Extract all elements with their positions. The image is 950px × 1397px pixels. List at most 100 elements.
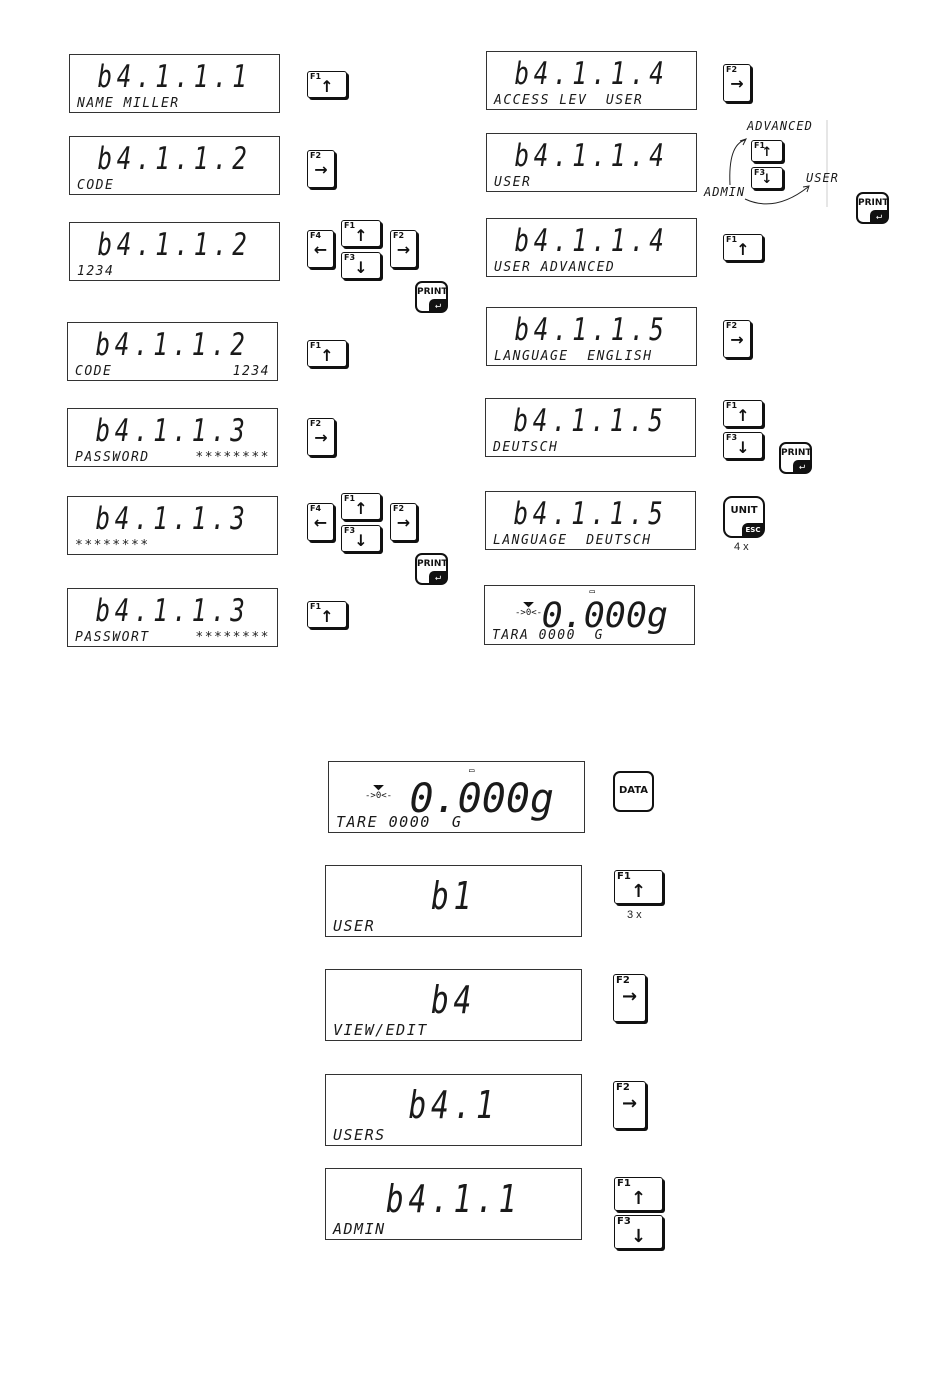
f1-up-key[interactable]: F1 ↑ — [341, 493, 381, 520]
f4-left-key[interactable]: F4 ← — [307, 503, 334, 541]
arrow-right-icon: → — [621, 986, 638, 1007]
lcd-right-2: b4.1.1.4 USER — [486, 133, 697, 192]
f2-right-key[interactable]: F2 → — [307, 150, 335, 188]
print-enter-key[interactable]: PRINT ↵ — [779, 442, 812, 474]
lcd-sub: TARA 0000 G — [492, 628, 604, 643]
key-label: PRINT — [858, 198, 889, 208]
enter-icon: ↵ — [870, 210, 888, 223]
lcd-main: b4.1.1.3 — [95, 501, 250, 537]
lcd-main: b4.1.1.5 — [513, 496, 668, 532]
f4-left-key[interactable]: F4 ← — [307, 230, 334, 268]
key-label: F2 — [726, 321, 738, 330]
arrow-up-icon: ↑ — [736, 240, 750, 259]
enter-icon: ↵ — [429, 299, 447, 312]
arrow-up-icon: ↑ — [320, 607, 334, 626]
key-label: F2 — [393, 231, 405, 240]
cycle-arrowhead-icon — [802, 185, 810, 193]
key-label: F1 — [726, 235, 738, 244]
arrow-up-icon: ↑ — [630, 1188, 647, 1209]
print-enter-key[interactable]: PRINT ↵ — [856, 192, 889, 224]
lcd-sub: DEUTSCH — [493, 440, 559, 455]
lcd-sub: CODE — [75, 364, 113, 379]
lcd-main: b4.1 — [408, 1083, 499, 1127]
f2-right-key[interactable]: F2 → — [613, 974, 646, 1022]
cycle-arrows — [729, 120, 828, 207]
lcd-sub: LANGUAGE ENGLISH — [494, 349, 653, 364]
f1-up-key[interactable]: F1 ↑ — [307, 340, 347, 367]
f3-down-key[interactable]: F3 ↓ — [341, 525, 381, 552]
arrow-right-icon: → — [730, 74, 744, 93]
f3-down-key[interactable]: F3 ↓ — [751, 167, 783, 189]
mass-readout: 0.000g — [541, 596, 668, 636]
f2-right-key[interactable]: F2 → — [613, 1081, 646, 1129]
lcd-weigh-bottom: ◥◤->0<- ▭ 0.000g TARE 0000 G — [328, 761, 585, 833]
lcd-main: b4.1.1.4 — [514, 138, 669, 174]
arrow-up-icon: ↑ — [736, 406, 750, 425]
lcd-bottom-4: b4.1.1 ADMIN — [325, 1168, 582, 1240]
lcd-left-2: b4.1.1.2 CODE — [69, 136, 280, 195]
lcd-right-4: b4.1.1.5 LANGUAGE ENGLISH — [486, 307, 697, 366]
key-label: F3 — [754, 168, 766, 177]
key-label: UNIT — [730, 505, 758, 516]
f1-up-key[interactable]: F1 ↑ — [307, 71, 347, 98]
arrow-left-icon: ← — [313, 240, 328, 259]
key-label: F1 — [754, 141, 766, 150]
key-label: DATA — [618, 785, 649, 796]
key-label: F4 — [310, 231, 322, 240]
lcd-left-1: b4.1.1.1 NAME MILLER — [69, 54, 280, 113]
lcd-sub: ACCESS LEV USER — [494, 93, 644, 108]
lcd-main: b4.1.1.3 — [95, 413, 250, 449]
lcd-bottom-1: b1 USER — [325, 865, 582, 937]
f2-right-key[interactable]: F2 → — [390, 503, 417, 541]
f2-right-key[interactable]: F2 → — [390, 230, 417, 268]
lcd-right-5: b4.1.1.5 DEUTSCH — [485, 398, 696, 457]
key-label: F1 — [617, 1178, 631, 1189]
data-key[interactable]: DATA — [613, 771, 654, 812]
arrow-up-icon: ↑ — [354, 226, 368, 245]
lcd-sub: NAME MILLER — [77, 96, 180, 111]
enter-icon: ↵ — [429, 571, 447, 584]
lcd-sub: VIEW/EDIT — [333, 1021, 428, 1039]
cycle-arrowhead-icon — [739, 138, 747, 146]
repeat-count: 4 x — [734, 541, 749, 553]
f3-down-key[interactable]: F3 ↓ — [341, 252, 381, 279]
unit-esc-key[interactable]: UNIT ESC — [723, 496, 765, 538]
lcd-main: b1 — [430, 874, 477, 918]
cycle-arc-upper — [729, 139, 746, 186]
f2-right-key[interactable]: F2 → — [723, 320, 751, 358]
lcd-left-4: b4.1.1.2 CODE 1234 — [67, 322, 278, 381]
print-enter-key[interactable]: PRINT ↵ — [415, 281, 448, 313]
lcd-sub-right: ******** — [195, 450, 270, 465]
arrow-right-icon: → — [621, 1093, 638, 1114]
stability-icon: ▭ — [589, 587, 595, 597]
lcd-sub: USERS — [333, 1126, 386, 1144]
print-enter-key[interactable]: PRINT ↵ — [415, 553, 448, 585]
f2-right-key[interactable]: F2 → — [307, 418, 335, 456]
lcd-main: b4.1.1.1 — [97, 59, 252, 95]
lcd-sub-right: ******** — [195, 630, 270, 645]
repeat-count: 3 x — [627, 909, 642, 921]
key-label: F3 — [617, 1216, 631, 1227]
lcd-right-3: b4.1.1.4 USER ADVANCED — [486, 218, 697, 277]
f1-up-key[interactable]: F1 ↑ — [723, 400, 763, 427]
arrow-up-icon: ↑ — [320, 346, 334, 365]
f2-right-key[interactable]: F2 → — [723, 64, 751, 102]
arrow-up-icon: ↑ — [320, 77, 334, 96]
lcd-main: b4 — [430, 978, 477, 1022]
f1-up-key[interactable]: F1 ↑ — [751, 140, 783, 162]
arrow-up-icon: ↑ — [761, 145, 773, 160]
key-label: F3 — [344, 253, 356, 262]
f1-up-key[interactable]: F1 ↑ — [614, 870, 663, 904]
tare-icon: ◥◤->0<- — [515, 600, 543, 618]
f1-up-key[interactable]: F1 ↑ — [723, 234, 763, 261]
stability-icon: ▭ — [469, 766, 475, 776]
f1-up-key[interactable]: F1 ↑ — [341, 220, 381, 247]
key-label: PRINT — [417, 287, 448, 297]
lcd-main: b4.1.1 — [385, 1177, 522, 1221]
f3-down-key[interactable]: F3 ↓ — [723, 432, 763, 459]
f1-up-key[interactable]: F1 ↑ — [307, 601, 347, 628]
lcd-sub: USER — [333, 917, 376, 935]
f1-up-key[interactable]: F1 ↑ — [614, 1177, 663, 1211]
key-label: F2 — [616, 975, 630, 986]
f3-down-key[interactable]: F3 ↓ — [614, 1215, 663, 1249]
